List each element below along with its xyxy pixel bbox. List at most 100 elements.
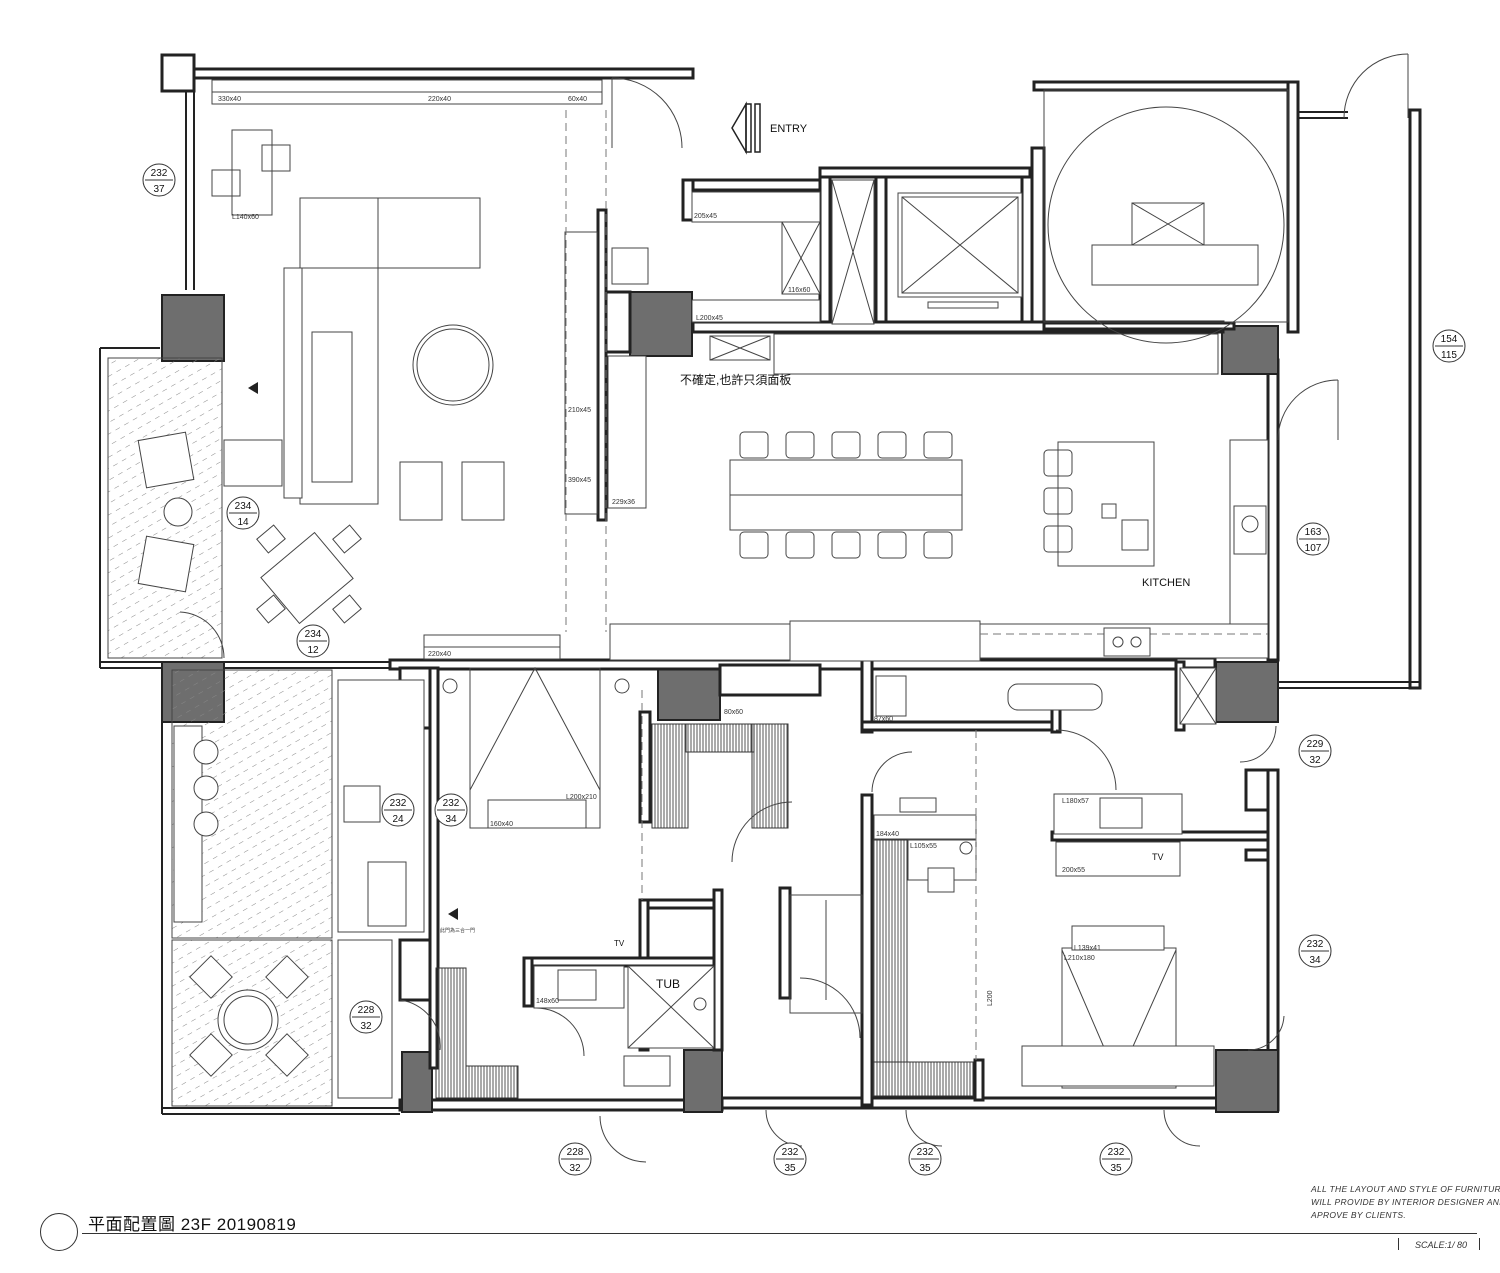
dim-229x36: 229x36 <box>612 499 635 506</box>
tag-bottom-value: 35 <box>1110 1163 1122 1174</box>
bar-stool <box>785 431 815 459</box>
tag-bottom-value: 35 <box>784 1163 796 1174</box>
bar-stool <box>923 531 953 559</box>
dim-l200x45: L200x45 <box>696 315 723 322</box>
tub-label: TUB <box>656 977 680 991</box>
balcony-southwest <box>171 669 333 1107</box>
tag-top-value: 232 <box>1307 939 1324 950</box>
kitchen-stools <box>739 431 1073 559</box>
entry-label: ENTRY <box>770 123 808 135</box>
tag-top-value: 232 <box>390 798 407 809</box>
tag-top-value: 228 <box>358 1005 375 1016</box>
dim-l180x57: L180x57 <box>1062 798 1089 805</box>
tag-bottom-value: 107 <box>1305 543 1322 554</box>
tag-bottom-value: 32 <box>360 1021 372 1032</box>
corridor-cabinets <box>337 679 425 1099</box>
tag-bottom-value: 34 <box>445 814 457 825</box>
dim-205x45: 205x45 <box>694 213 717 220</box>
dim-148x60: 148x60 <box>536 998 559 1005</box>
staircase-north <box>1043 89 1289 344</box>
dim-l140x60: L140x60 <box>232 214 259 221</box>
tag-bottom-value: 32 <box>1309 755 1321 766</box>
bar-stool <box>1043 449 1073 477</box>
tag-bottom-value: 14 <box>237 517 249 528</box>
dimension-labels: 330x40 220x40 60x40 L140x60 205x45 116x6… <box>218 96 1101 1005</box>
height-label: L200 <box>987 990 994 1006</box>
bar-stool <box>831 431 861 459</box>
tag-top-value: 154 <box>1441 334 1458 345</box>
dim-87x60: 87x60 <box>874 716 893 723</box>
note-line: WILL PROVIDE BY INTERIOR DESIGNER AND <box>1311 1197 1500 1207</box>
dim-220x40-top: 220x40 <box>428 96 451 103</box>
tag-top-value: 232 <box>917 1147 934 1158</box>
wardrobes-striped <box>435 723 789 1099</box>
scale-label: SCALE:1/ 80 <box>1415 1240 1468 1250</box>
tv-label-2: TV <box>1152 852 1164 862</box>
elevator-shaft <box>831 179 1023 325</box>
dim-390x45: 390x45 <box>568 477 591 484</box>
kitchen-label: KITCHEN <box>1142 577 1190 589</box>
scale-bar <box>1398 1238 1480 1250</box>
small-door-note: 此門為三合一門 <box>440 927 475 934</box>
title-symbol <box>40 1213 78 1251</box>
door-swings <box>179 53 1409 1163</box>
dim-116x60: 116x60 <box>788 287 811 294</box>
staircase-south <box>789 894 863 1014</box>
dim-80x60: 80x60 <box>724 709 743 716</box>
tv-label-1: TV <box>614 939 625 948</box>
tag-top-value: 234 <box>305 629 322 640</box>
bar-stool <box>739 531 769 559</box>
bar-stool <box>831 531 861 559</box>
study-room <box>872 797 977 1097</box>
room-labels: ENTRY KITCHEN 不確定,也許只須面板 TUB TV TV 此門為三合… <box>440 123 1190 1006</box>
tag-top-value: 234 <box>235 501 252 512</box>
bar-stool <box>739 431 769 459</box>
bathroom-fixtures <box>533 667 1217 1087</box>
tag-bottom-value: 32 <box>569 1163 581 1174</box>
tag-bottom-value: 24 <box>392 814 404 825</box>
bar-stool <box>877 431 907 459</box>
note-line: APROVE BY CLIENTS. <box>1311 1210 1406 1220</box>
dining-table <box>256 524 362 625</box>
tag-top-value: 163 <box>1305 527 1322 538</box>
bar-stool <box>923 431 953 459</box>
dim-210x45: 210x45 <box>568 407 591 414</box>
tag-top-value: 228 <box>567 1147 584 1158</box>
partition-cabinets <box>564 110 649 632</box>
dim-220x40-bottom: 220x40 <box>428 651 451 658</box>
interior-walls <box>388 146 1270 1107</box>
dim-l105x55: L105x55 <box>910 843 937 850</box>
bedroom-east <box>1021 793 1215 1089</box>
bar-stool <box>1043 525 1073 553</box>
dim-200x55: 200x55 <box>1062 867 1085 874</box>
tag-top-value: 232 <box>1108 1147 1125 1158</box>
entry-arrow-icon <box>731 101 761 155</box>
drawing-title: 平面配置圖 23F 20190819 <box>88 1215 297 1234</box>
tag-top-value: 232 <box>443 798 460 809</box>
uncertain-note: 不確定,也許只須面板 <box>680 372 791 387</box>
title-underline <box>82 1233 1477 1234</box>
bar-stool <box>785 531 815 559</box>
note-line: ALL THE LAYOUT AND STYLE OF FURNITURE <box>1311 1184 1500 1194</box>
tag-bottom-value: 115 <box>1441 350 1457 361</box>
dim-330x40: 330x40 <box>218 96 241 103</box>
dim-l200x210: L200x210 <box>566 794 597 801</box>
tag-bottom-value: 12 <box>307 645 319 656</box>
dim-l210x180: L210x180 <box>1064 955 1095 962</box>
bar-stool <box>877 531 907 559</box>
tag-top-value: 232 <box>151 168 168 179</box>
